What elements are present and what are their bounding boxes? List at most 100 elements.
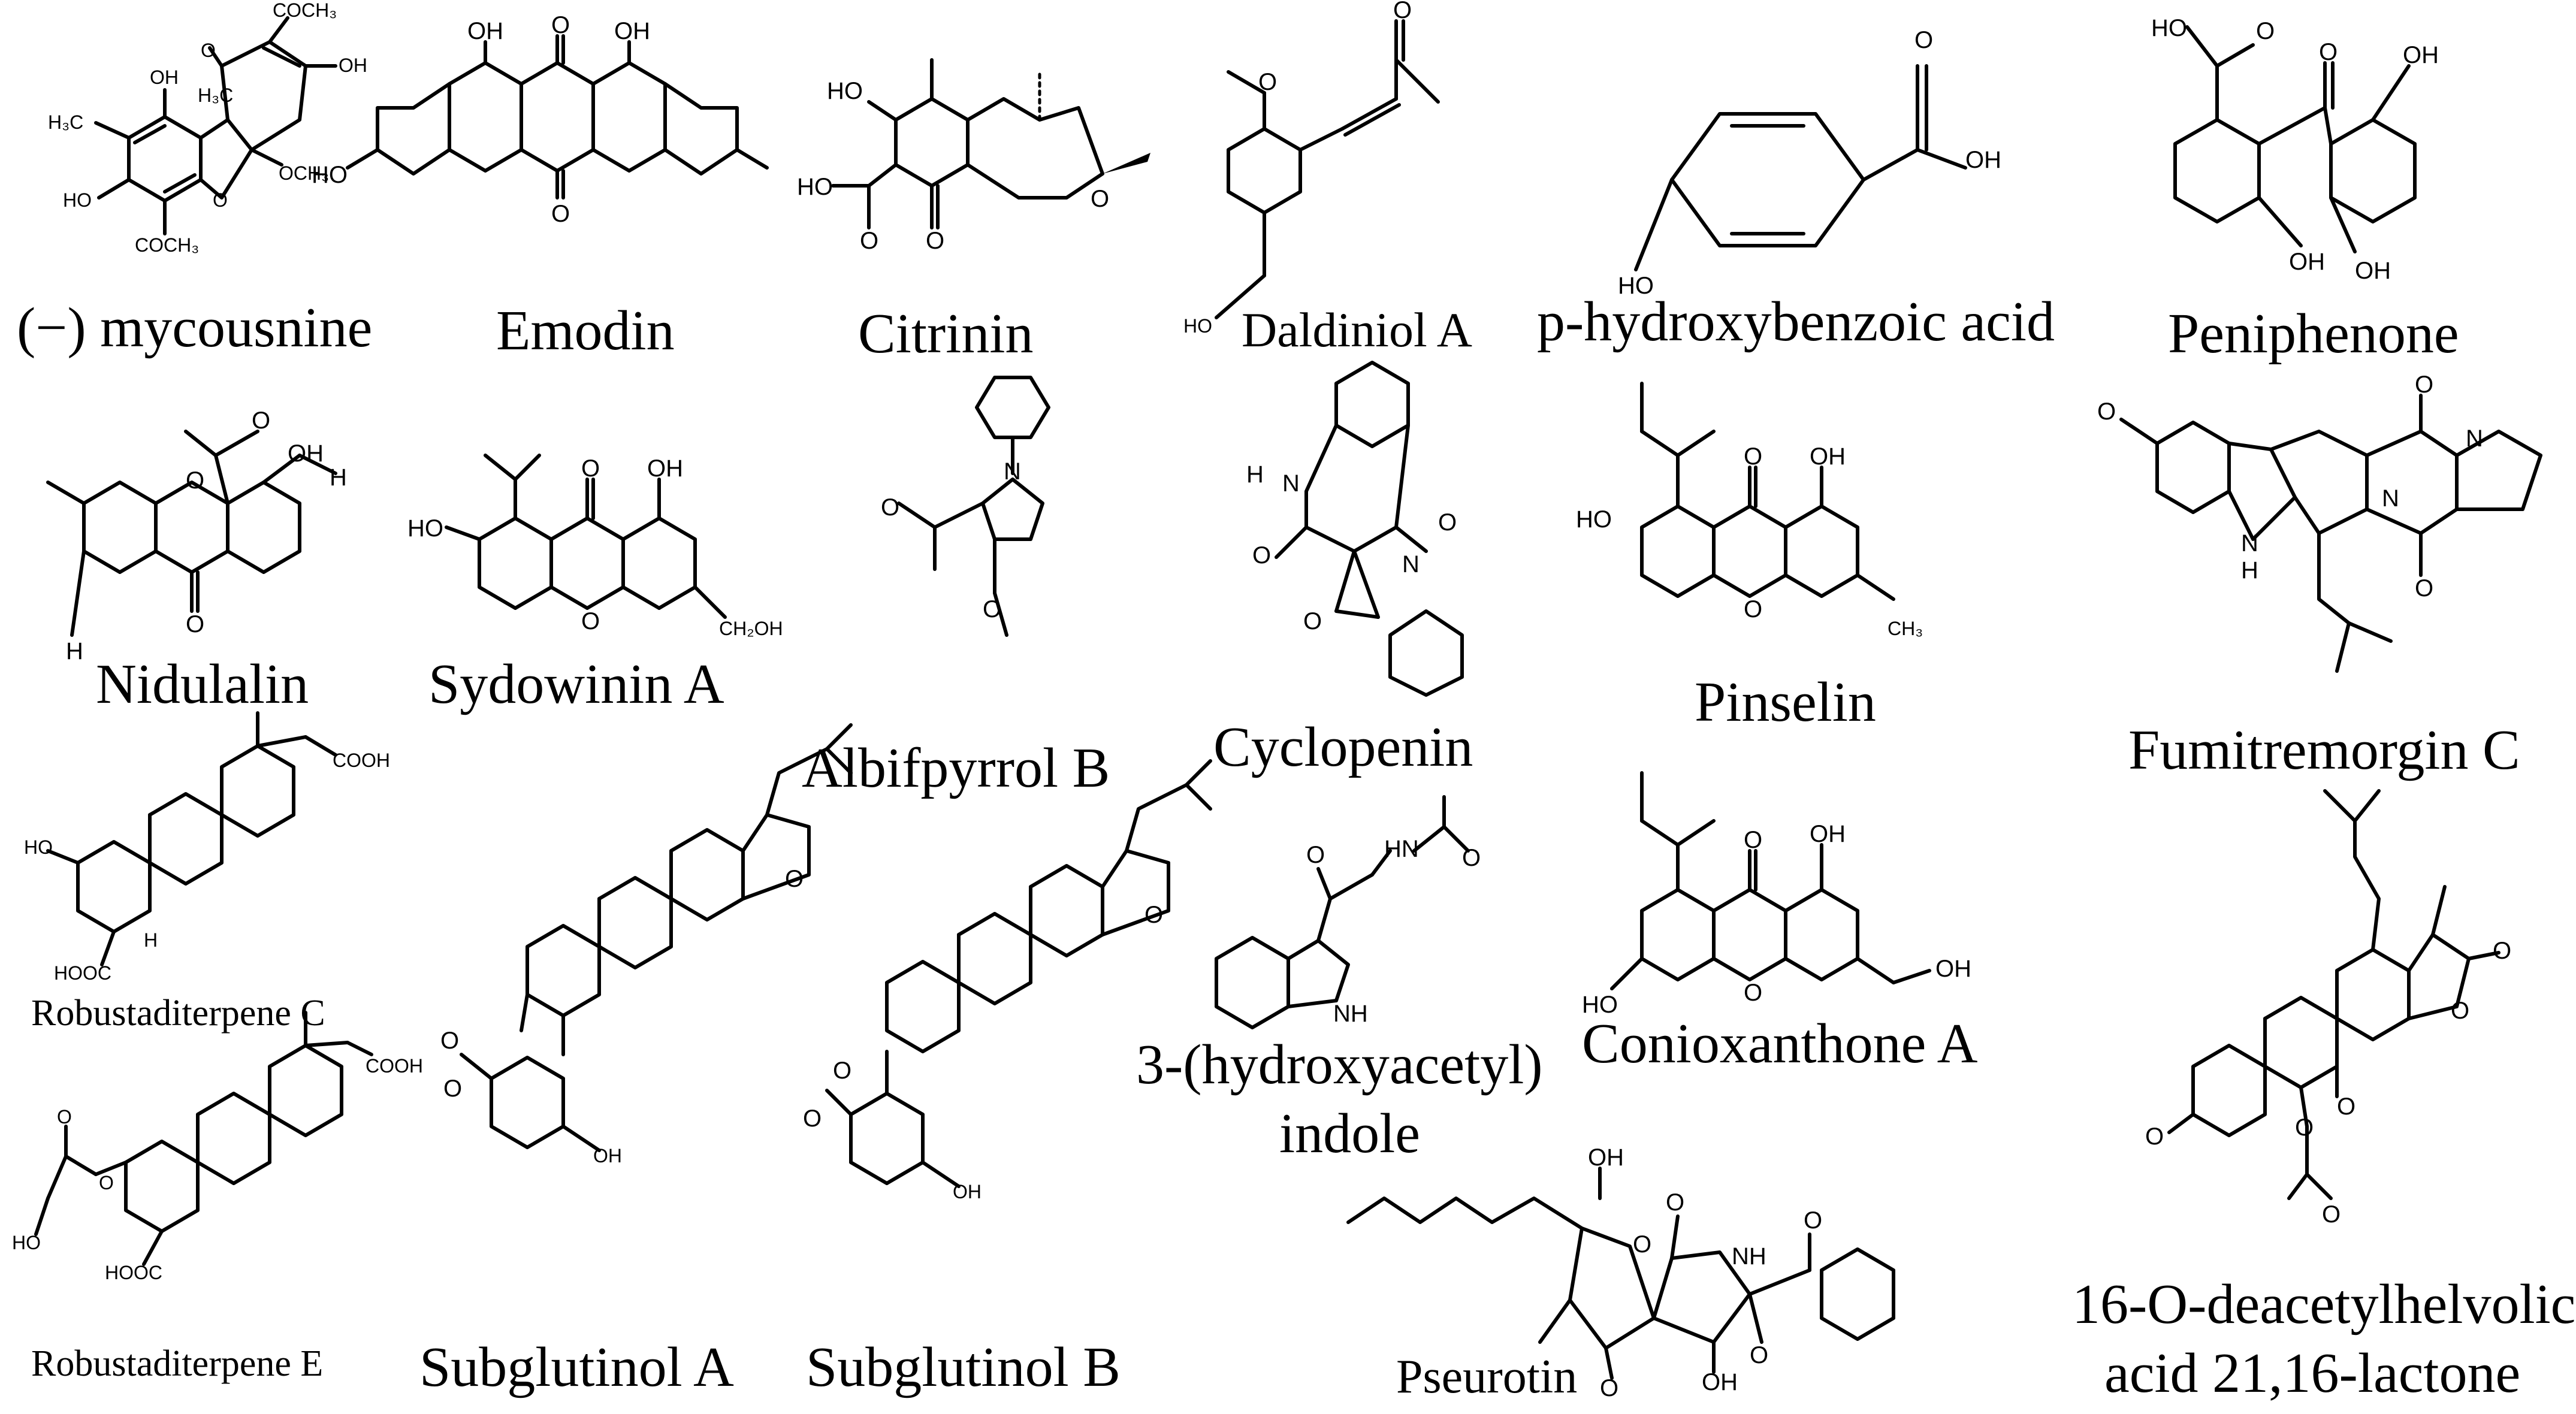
atom-label: O (2256, 18, 2275, 44)
structure-pinselin: O OH HO O CH₃ (1576, 382, 1923, 639)
structure-mycousnine: OH COCH₃ OH H₃C H₃C HO O O OCH₃ COCH₃ (48, 0, 367, 256)
atom-label: O (1303, 608, 1322, 635)
structure-albifpyrrol-b: N O O (881, 376, 1050, 637)
atom-label: O (860, 228, 878, 254)
atom-label: HO (2151, 15, 2187, 41)
atom-label: O (1144, 902, 1163, 928)
atom-label: O (186, 611, 204, 637)
compound-name: indole (1279, 1102, 1420, 1165)
atom-label: O (881, 494, 899, 521)
atom-label: CH₂OH (719, 618, 783, 639)
atom-label: O (1744, 980, 1762, 1006)
atom-label: O (1633, 1231, 1651, 1258)
atom-label: N (1402, 551, 1420, 578)
compound-name: Albifpyrrol B (802, 737, 1110, 799)
atom-label: H₃C (198, 84, 233, 106)
atom-label: HO (827, 78, 863, 104)
atom-label: O (213, 189, 228, 211)
atom-label: HOOC (54, 962, 111, 984)
atom-label: HO (1618, 273, 1654, 299)
atom-label: O (1804, 1207, 1822, 1234)
atom-label: OCH₃ (279, 162, 329, 184)
atom-label: OH (614, 18, 650, 44)
atom-label: OH (1965, 147, 2001, 173)
atom-label: O (2322, 1201, 2341, 1228)
atom-label: HO (312, 162, 348, 188)
atom-label: OH (1588, 1144, 1624, 1171)
atom-label: OH (467, 18, 503, 44)
compound-name: Robustaditerpene C (31, 993, 325, 1034)
atom-label: OH (2289, 249, 2325, 275)
compound-name: Cyclopenin (1213, 716, 1473, 778)
atom-label: O (1666, 1189, 1684, 1216)
atom-label: O (1914, 27, 1933, 53)
atom-label: HO (407, 515, 443, 542)
atom-label: CH₃ (1888, 618, 1923, 639)
structure-sydowinin-a: O OH HO O CH₂OH (407, 454, 783, 639)
atom-label: HO (24, 836, 53, 858)
atom-label: O (2097, 398, 2116, 425)
atom-label: O (440, 1028, 459, 1054)
structure-conioxanthone-a: O OH HO O OH (1582, 771, 1971, 1018)
atom-label: O (1258, 69, 1277, 95)
atom-label: H (66, 638, 83, 664)
structure-nidulalin: O O O OH H H (46, 407, 347, 664)
atom-label: OH (1702, 1369, 1738, 1395)
structure-3-hydroxyacetyl-indole: O HN O NH (1215, 795, 1481, 1029)
atom-label: H (330, 464, 347, 491)
compound-name: p-hydroxybenzoic acid (1537, 291, 2055, 353)
atom-label: O (99, 1172, 114, 1194)
atom-label: OH (647, 455, 683, 482)
atom-label: O (2415, 575, 2433, 602)
compound-name: Conioxanthone A (1582, 1013, 1978, 1075)
atom-label: O (1306, 842, 1325, 868)
atom-label: COCH₃ (135, 234, 199, 256)
compound-name: Pinselin (1695, 671, 1876, 733)
atom-label: HO (63, 189, 92, 211)
atom-label: H (1246, 461, 1264, 488)
compound-name: Robustaditerpene E (31, 1343, 324, 1384)
atom-label: COOH (366, 1055, 423, 1077)
atom-label: OH (2403, 42, 2439, 68)
structure-subglutinol-b: O O O OH (803, 759, 1212, 1202)
atom-label: COOH (333, 750, 390, 771)
compound-name: (−) mycousnine (17, 297, 373, 359)
structure-cyclopenin: H N O O N O (1246, 361, 1464, 697)
compound-name: Nidulalin (96, 653, 309, 715)
atom-label: O (1438, 509, 1457, 536)
atom-label: N (2382, 485, 2399, 512)
atom-label: O (581, 608, 600, 635)
compound-name: Subglutinol B (806, 1336, 1121, 1398)
atom-label: H₃C (48, 111, 83, 133)
atom-label: O (1744, 443, 1762, 470)
compound-name: Citrinin (858, 303, 1034, 365)
atom-label: O (1744, 596, 1762, 623)
atom-label: OH (1810, 821, 1846, 847)
atom-label: HO (12, 1232, 41, 1253)
structure-robustaditerpene-c: COOH HO HOOC H (24, 711, 390, 984)
atom-label: N (1004, 458, 1021, 485)
atom-label: O (2415, 371, 2433, 398)
atom-label: O (1462, 845, 1481, 871)
atom-label: O (785, 866, 804, 892)
atom-label: OH (1935, 956, 1971, 982)
atom-label: O (1750, 1342, 1768, 1368)
compound-name: Emodin (496, 300, 675, 362)
compound-name: Sydowinin A (428, 653, 724, 715)
compound-name: Subglutinol A (419, 1336, 734, 1398)
atom-label: O (443, 1075, 462, 1102)
atom-label: O (2337, 1093, 2355, 1120)
atom-label: O (2319, 39, 2338, 65)
atom-label: O (926, 228, 944, 254)
structure-robustaditerpene-e: COOH O O HO HOOC (12, 1011, 423, 1283)
atom-label: O (2295, 1114, 2314, 1141)
atom-label: N (2466, 425, 2483, 452)
atom-label: O (2145, 1123, 2164, 1150)
atom-label: HO (797, 174, 833, 200)
structure-subglutinol-a: O O O OH (440, 723, 853, 1167)
atom-label: N (2241, 530, 2258, 557)
atom-label: O (201, 40, 216, 61)
structure-16-o-deacetylhelvolic-acid-lactone: O O O O O O (2145, 789, 2511, 1228)
compound-name: Peniphenone (2168, 303, 2459, 365)
atom-label: OH (339, 55, 367, 76)
